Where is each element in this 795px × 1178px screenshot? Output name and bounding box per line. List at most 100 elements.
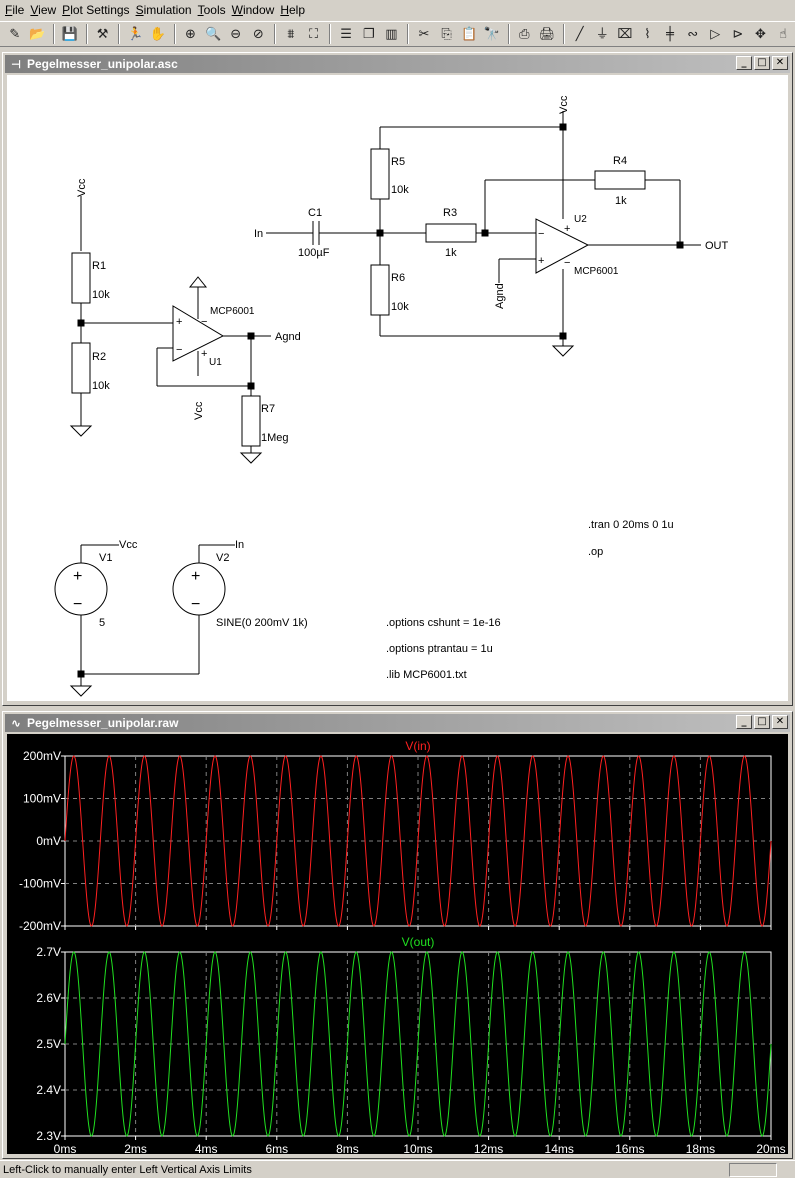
- waveform-plots[interactable]: 200mV 100mV 0mV -100mV -200mV V(in) 0ms 2ms 4ms 6…: [7, 734, 788, 1154]
- y-tick-label[interactable]: 2.7V: [36, 945, 61, 959]
- capacitor-icon[interactable]: ╪: [666, 26, 674, 42]
- trace-label[interactable]: V(in): [405, 739, 430, 753]
- halt-icon[interactable]: ✋: [149, 26, 166, 42]
- trace-vout[interactable]: [64, 951, 772, 1137]
- x-tick-label[interactable]: 2ms: [124, 1142, 147, 1154]
- x-tick-label[interactable]: 4ms: [195, 1142, 218, 1154]
- maximize-button[interactable]: □: [754, 715, 770, 729]
- plot-pane-1[interactable]: 200mV 100mV 0mV -100mV -200mV V(in): [19, 739, 772, 933]
- save-icon[interactable]: 💾: [61, 26, 79, 42]
- directive-lib[interactable]: .lib MCP6001.txt: [386, 669, 467, 681]
- directive-op[interactable]: .op: [588, 546, 603, 558]
- x-tick-label[interactable]: 12ms: [474, 1142, 503, 1154]
- y-tick-label[interactable]: 2.3V: [36, 1129, 61, 1143]
- zoom-in-icon[interactable]: ⊕: [185, 26, 196, 42]
- label-net-icon[interactable]: ⌧: [617, 26, 633, 42]
- y-tick-label[interactable]: 2.6V: [36, 991, 61, 1005]
- trace-vin[interactable]: [64, 755, 772, 927]
- control-panel-icon[interactable]: ⚒: [96, 26, 109, 42]
- r7-name: R7: [261, 403, 275, 415]
- x-tick-label[interactable]: 20ms: [756, 1142, 785, 1154]
- move-icon[interactable]: ✥: [755, 26, 766, 42]
- schematic-drawing: Vcc R1 10k R2 10k MCP6001 U1 + − − + Vcc…: [54, 95, 729, 697]
- diode-icon[interactable]: ▷: [710, 26, 721, 42]
- x-tick-label[interactable]: 18ms: [686, 1142, 715, 1154]
- trace-label[interactable]: V(out): [402, 935, 435, 949]
- y-tick-label[interactable]: 100mV: [23, 792, 61, 806]
- x-tick-label[interactable]: 16ms: [615, 1142, 644, 1154]
- y-tick-label[interactable]: -100mV: [19, 877, 61, 891]
- menu-simulation[interactable]: Simulation: [135, 3, 192, 17]
- minimize-button[interactable]: _: [736, 715, 752, 729]
- copy-icon[interactable]: ⎘: [441, 26, 452, 42]
- directive-tran[interactable]: .tran 0 20ms 0 1u: [588, 519, 674, 531]
- ground-icon[interactable]: ⏚: [595, 26, 609, 42]
- y-tick-label[interactable]: 0mV: [36, 834, 61, 848]
- maximize-button[interactable]: □: [754, 56, 770, 70]
- resistor-r4[interactable]: [594, 170, 646, 190]
- schematic-window: ⊣ Pegelmesser_unipolar.asc _ □ ✕: [2, 52, 793, 706]
- menu-tools[interactable]: Tools: [197, 3, 226, 17]
- plot-pane-2[interactable]: 0ms 2ms 4ms 6ms 8ms 10ms 12ms 14ms 16ms 18ms 20ms 2…: [36, 935, 785, 1154]
- menu-help[interactable]: Help: [280, 3, 305, 17]
- tile-vertical-icon[interactable]: ▥: [385, 26, 398, 42]
- resistor-r2[interactable]: [71, 342, 91, 394]
- v2-plus-sign: +: [191, 568, 200, 585]
- autorange-icon[interactable]: ⩩: [287, 26, 295, 42]
- u2-plus-sign-top: +: [564, 223, 570, 235]
- resistor-r6[interactable]: [370, 264, 390, 316]
- paste-icon[interactable]: 📋: [461, 26, 478, 42]
- new-schematic-icon[interactable]: ✎: [9, 26, 21, 42]
- close-button[interactable]: ✕: [772, 715, 788, 729]
- menu-window[interactable]: Window: [231, 3, 275, 17]
- resistor-r1[interactable]: [71, 252, 91, 304]
- r2-value: 10k: [92, 380, 110, 392]
- net-label-vcc-u1: Vcc: [193, 401, 205, 420]
- y-tick-label[interactable]: 2.4V: [36, 1083, 61, 1097]
- resistor-r5[interactable]: [370, 148, 390, 200]
- drag-icon[interactable]: ☝: [779, 26, 788, 42]
- find-icon[interactable]: 🔭: [483, 26, 500, 42]
- close-button[interactable]: ✕: [772, 56, 788, 70]
- cut-icon[interactable]: ✂: [418, 26, 430, 42]
- print-setup-icon[interactable]: 🖨: [538, 26, 556, 42]
- print-icon[interactable]: ⎙: [519, 26, 530, 42]
- schematic-title-bar[interactable]: ⊣ Pegelmesser_unipolar.asc _ □ ✕: [5, 55, 790, 73]
- opamp-u1[interactable]: [172, 305, 225, 362]
- waveform-viewer[interactable]: 200mV 100mV 0mV -100mV -200mV V(in) 0ms 2ms 4ms 6…: [7, 734, 788, 1154]
- directive-cshunt[interactable]: .options cshunt = 1e-16: [386, 617, 501, 629]
- menu-file[interactable]: File: [5, 3, 25, 17]
- cascade-icon[interactable]: ❐: [362, 26, 375, 42]
- zoom-out-icon[interactable]: ⊖: [230, 26, 242, 42]
- x-tick-label[interactable]: 10ms: [403, 1142, 432, 1154]
- x-tick-label[interactable]: 6ms: [265, 1142, 288, 1154]
- v1-minus-sign: −: [73, 596, 82, 613]
- directive-ptrantau[interactable]: .options ptrantau = 1u: [386, 643, 493, 655]
- y-tick-label[interactable]: -200mV: [19, 919, 61, 933]
- x-tick-label[interactable]: 0ms: [54, 1142, 77, 1154]
- minimize-button[interactable]: _: [736, 56, 752, 70]
- run-icon[interactable]: 🏃: [127, 26, 144, 42]
- opamp-u2[interactable]: [535, 218, 590, 274]
- tile-horizontal-icon[interactable]: ☰: [340, 26, 352, 42]
- open-icon[interactable]: 📂: [29, 26, 46, 42]
- u2-minus-sign-bottom: −: [564, 257, 570, 269]
- menu-view[interactable]: View: [30, 3, 57, 17]
- x-tick-label[interactable]: 8ms: [336, 1142, 359, 1154]
- y-tick-label[interactable]: 200mV: [23, 749, 61, 763]
- waveform-title-bar[interactable]: ∿ Pegelmesser_unipolar.raw _ □ ✕: [5, 714, 790, 732]
- component-icon[interactable]: ⊳: [732, 26, 744, 42]
- inductor-icon[interactable]: ∾: [687, 26, 699, 42]
- resistor-r7[interactable]: [241, 395, 261, 447]
- schematic-canvas[interactable]: Vcc R1 10k R2 10k MCP6001 U1 + − − + Vcc…: [7, 75, 788, 701]
- zoom-cancel-icon[interactable]: ⊘: [252, 26, 264, 42]
- net-label-out: OUT: [705, 240, 729, 252]
- zoom-pan-icon[interactable]: 🔍: [204, 26, 222, 42]
- resistor-r3[interactable]: [425, 223, 477, 243]
- resistor-icon[interactable]: ⌇: [644, 26, 651, 42]
- zoom-fit-icon[interactable]: ⛶: [308, 26, 319, 42]
- draw-wire-icon[interactable]: ╱: [575, 26, 584, 42]
- x-tick-label[interactable]: 14ms: [545, 1142, 574, 1154]
- y-tick-label[interactable]: 2.5V: [36, 1037, 61, 1051]
- menu-plot-settings[interactable]: Plot Settings: [62, 3, 130, 17]
